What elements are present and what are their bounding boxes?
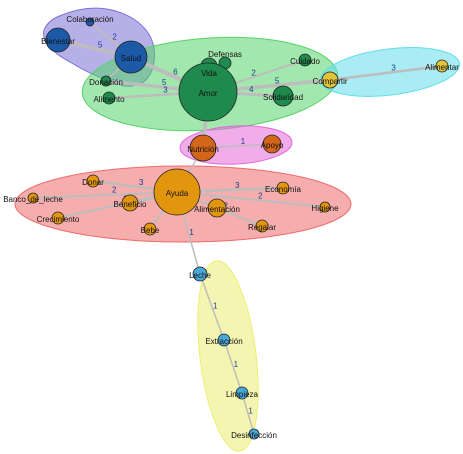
node-amor	[178, 62, 238, 122]
node-label-regalar: Regalar	[248, 223, 276, 232]
node-banco	[27, 192, 39, 204]
edge-weight-label: 1	[241, 137, 246, 146]
node-crecimiento	[51, 211, 65, 225]
node-limpieza	[235, 386, 249, 400]
edge-extraccion-limpieza	[223, 339, 243, 394]
node-alimento	[102, 91, 116, 105]
edge-weight-label: 3	[391, 63, 396, 72]
node-desinfeccion	[248, 428, 260, 440]
node-colaboracion	[85, 17, 95, 27]
node-label-salud: Salud	[121, 54, 141, 63]
edge-weight-label: 3	[139, 178, 144, 187]
edge-weight-label: 2	[112, 32, 117, 41]
node-label-limpieza: Limpieza	[226, 390, 259, 399]
edge-banco-ayuda	[32, 191, 178, 199]
node-nutricion	[189, 134, 217, 162]
node-label-cuidado: Cuidado	[290, 57, 320, 66]
edge-weight-label: 3	[235, 181, 240, 190]
node-label-alimentacion: Alimentación	[194, 205, 240, 214]
node-economia	[276, 181, 290, 195]
node-label-beneficio: Beneficio	[114, 200, 147, 209]
edge-weight-label: 1	[189, 228, 194, 237]
node-label-apoyo: Apoyo	[261, 141, 284, 150]
node-label-nutricion: Nutrición	[187, 145, 219, 154]
edge-leche-extraccion	[199, 273, 225, 341]
node-label-solidaridad: Solidaridad	[263, 93, 303, 102]
node-apoyo	[262, 134, 282, 154]
node-layer	[27, 17, 449, 440]
node-label-amor: Amor	[198, 89, 217, 98]
node-label-economia: Economía	[265, 185, 302, 194]
node-label-ayuda: Ayuda	[166, 189, 189, 198]
edge-weight-label: 2	[251, 69, 256, 78]
node-regalar	[255, 219, 269, 233]
node-label-bebe: Bebe	[141, 226, 160, 235]
edge-weight-label: 5	[98, 40, 103, 49]
edge-weight-label: 5	[275, 76, 280, 85]
edge-weight-label: 1	[248, 407, 253, 416]
node-label-bienestar: Bienestar	[41, 37, 75, 46]
edge-weight-label: 1	[213, 301, 218, 310]
node-compartir	[321, 71, 339, 89]
node-donar	[86, 174, 100, 188]
node-label-defensas: Defensas	[208, 50, 242, 59]
edge-compartir-alimentar	[329, 64, 443, 82]
node-beneficio	[121, 194, 139, 212]
node-label-higiene: Higiene	[311, 204, 339, 213]
node-label-alimento: Alimento	[93, 95, 125, 104]
node-ayuda	[153, 168, 201, 216]
node-alimentacion	[207, 198, 227, 218]
node-donacion	[100, 75, 112, 87]
node-alimentar	[435, 59, 449, 73]
node-solidaridad	[272, 85, 294, 107]
node-label-donar: Donar	[82, 178, 104, 187]
node-extraccion	[217, 333, 231, 347]
edge-weight-label: 1	[234, 360, 239, 369]
node-bienestar	[45, 27, 71, 53]
edge-limpieza-desinfeccion	[241, 392, 255, 435]
node-label-extraccion: Extracción	[205, 337, 242, 346]
node-higiene	[319, 201, 331, 213]
node-label-crecimiento: Crecimiento	[37, 215, 80, 224]
node-label-donacion: Donación	[89, 78, 123, 87]
node-label-vida: Vida	[201, 69, 217, 78]
node-leche	[192, 266, 208, 282]
edge-weight-label: 3	[163, 86, 168, 95]
edge-ayuda-higiene	[176, 191, 326, 208]
node-label-leche: Leche	[189, 271, 211, 280]
group-regions	[14, 7, 461, 452]
node-label-banco: Banco_de_leche	[3, 195, 63, 204]
edge-weight-label: 5	[162, 78, 167, 87]
node-label-compartir: Compartir	[312, 77, 347, 86]
node-label-alimentar: Alimentar	[425, 63, 459, 72]
node-label-desinfeccion: Desinfección	[231, 431, 277, 440]
node-salud	[114, 40, 148, 74]
edge-weight-label: 6	[173, 67, 178, 76]
edge-weight-label: 4	[249, 85, 254, 94]
edge-weight-label: 2	[258, 191, 263, 200]
node-bebe	[143, 222, 157, 236]
node-cuidado	[298, 53, 312, 67]
edge-weight-label: 2	[112, 186, 117, 195]
node-label-colaboracion: Colaboración	[66, 15, 113, 24]
group-region-g-yellow	[197, 260, 259, 452]
